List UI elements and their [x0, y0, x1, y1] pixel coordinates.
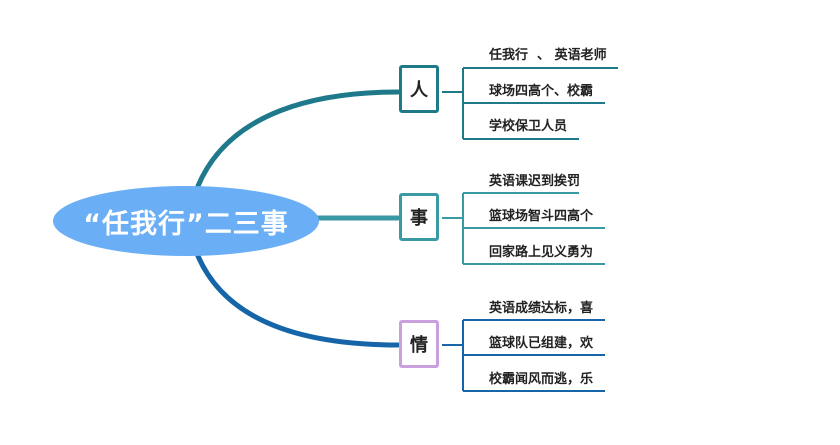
leaf-topic[interactable]: 回家路上见义勇为: [489, 245, 594, 260]
root-topic[interactable]: “任我行”二三事: [53, 186, 319, 256]
branch-topic-ren[interactable]: 人: [399, 65, 439, 113]
connector-root-ren: [195, 89, 401, 189]
branch-topic-label: 情: [410, 335, 428, 356]
leaf-topic[interactable]: 球场四高个、校霸: [489, 84, 594, 99]
branch-topic-label: 事: [410, 208, 428, 229]
leaf-connectors-ren: [442, 67, 618, 140]
leaf-connectors-shi: [442, 192, 605, 265]
connector-root-qing: [195, 253, 401, 348]
branch-topic-qing[interactable]: 情: [399, 320, 439, 368]
leaf-topic[interactable]: 篮球队已组建，欢: [489, 336, 594, 351]
branch-topic-label: 人: [410, 80, 428, 101]
leaf-topic[interactable]: 学校保卫人员: [489, 119, 568, 134]
leaf-topic[interactable]: 校霸闻风而逃，乐: [489, 372, 594, 387]
branch-topic-shi[interactable]: 事: [399, 193, 439, 241]
leaf-topic[interactable]: 篮球场智斗四高个: [489, 209, 594, 224]
root-topic-label: “任我行”二三事: [83, 208, 289, 240]
leaf-connectors-qing: [442, 319, 605, 392]
leaf-topic[interactable]: 英语课迟到挨罚: [489, 174, 581, 189]
leaf-topic[interactable]: 英语成绩达标，喜: [489, 301, 594, 316]
leaf-topic[interactable]: 任我行 、 英语老师: [489, 48, 607, 63]
